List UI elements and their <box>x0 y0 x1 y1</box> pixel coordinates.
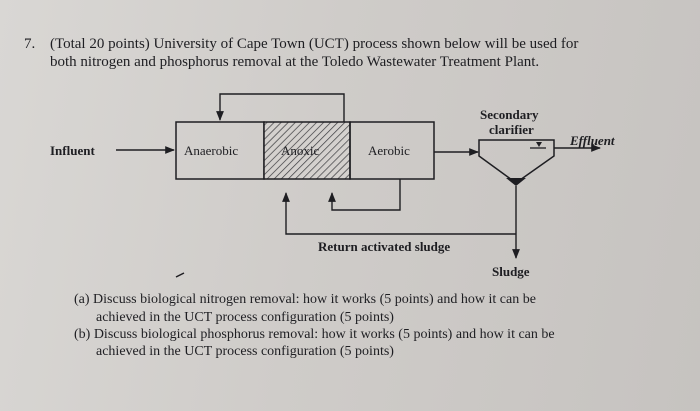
water-level-marker-icon <box>536 142 542 147</box>
return-sludge-label: Return activated sludge <box>318 239 450 254</box>
aerobic-label: Aerobic <box>368 143 410 158</box>
clarifier-label-line-2: clarifier <box>489 122 534 137</box>
question-text-line-1: (Total 20 points) University of Cape Tow… <box>50 36 579 52</box>
anoxic-label: Anoxic <box>281 143 320 158</box>
anoxic-tank <box>263 121 351 180</box>
part-b-line-1: (b) Discuss biological phosphorus remova… <box>74 327 555 342</box>
sludge-label: Sludge <box>492 264 530 279</box>
return-activated-sludge-line <box>282 192 516 235</box>
effluent-label: Effluent <box>569 133 615 148</box>
internal-recycle-line <box>328 179 401 211</box>
clarifier-sludge-cone <box>506 178 526 186</box>
secondary-clarifier <box>478 139 555 181</box>
top-recycle-line <box>216 93 345 122</box>
clarifier-label-line-1: Secondary <box>480 107 539 122</box>
question-number: 7. <box>24 36 36 52</box>
part-a-line-1: (a) Discuss biological nitrogen removal:… <box>74 292 536 307</box>
anaerobic-label: Anaerobic <box>184 143 238 158</box>
aerobic-tank <box>349 121 435 180</box>
part-b-line-2: achieved in the UCT process configuratio… <box>96 344 394 359</box>
influent-label: Influent <box>50 143 95 158</box>
question-text-line-2: both nitrogen and phosphorus removal at … <box>50 54 540 70</box>
stray-mark <box>175 272 185 278</box>
part-a-line-2: achieved in the UCT process configuratio… <box>96 310 394 325</box>
